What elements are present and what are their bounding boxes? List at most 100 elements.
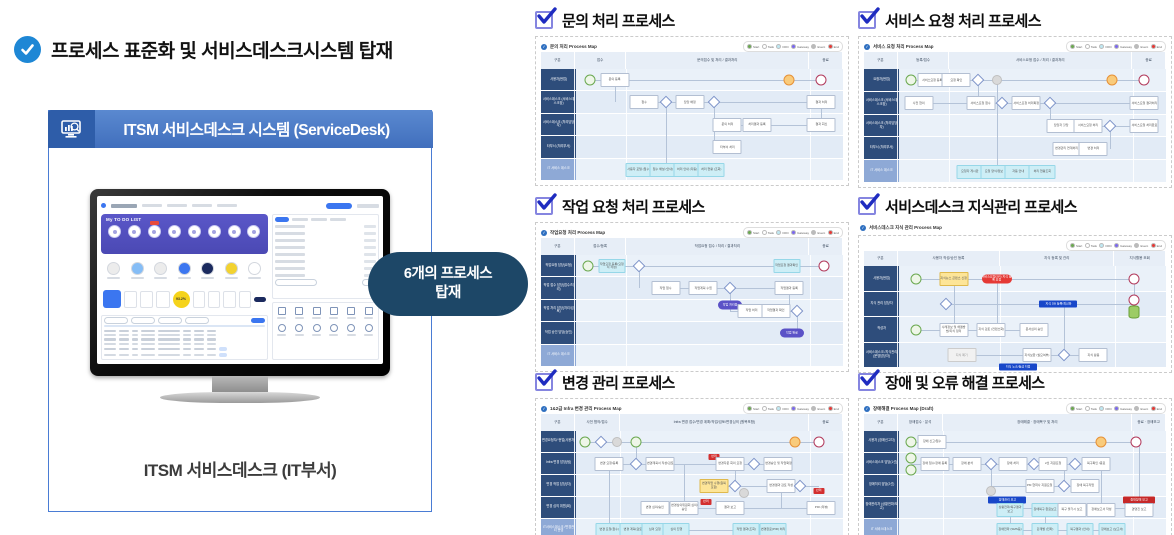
- lane-row: 작업요청 담당(요청): [541, 254, 843, 278]
- todo-step-circle: [247, 225, 261, 238]
- text-bar: [274, 253, 305, 256]
- map-title: 1&2급 Infra 변경 관리 Process Map: [550, 405, 622, 411]
- ticket-table: [101, 315, 268, 360]
- text-bar: [364, 333, 374, 336]
- status-step-circle: [201, 261, 215, 275]
- quick-icon-glyph: [295, 323, 304, 332]
- lane-body: [899, 160, 1166, 182]
- legend-label: Event: [1140, 406, 1149, 411]
- section-title-text: 장애 및 오류 해결 프로세스: [885, 374, 1045, 392]
- lane-row: 요청자(현업): [864, 69, 1166, 92]
- lane-body: [899, 69, 1166, 91]
- lane-label: 서비스데스크 (서비스데스크장): [541, 91, 577, 113]
- column-header: 구분: [864, 414, 898, 431]
- legend-dot: [791, 44, 797, 49]
- section-title-text: 서비스데스크 지식관리 프로세스: [885, 198, 1078, 216]
- legend-item: Start: [746, 44, 759, 49]
- check-circle-icon: [14, 36, 41, 63]
- legend-label: Start: [1075, 44, 1083, 49]
- legend-item: End: [1150, 44, 1162, 49]
- text-bar: [132, 342, 138, 345]
- notice-row: [274, 238, 376, 243]
- filter-pill: [104, 317, 128, 324]
- table-row: [104, 338, 265, 341]
- dashboard-logo: [101, 203, 106, 208]
- todo-step-circle: [167, 225, 181, 238]
- legend-dot: [1114, 243, 1120, 248]
- lane-row: IT 서비스데스크: [864, 518, 1166, 535]
- legend-label: End: [833, 44, 839, 49]
- quick-icons-panel: [271, 301, 379, 360]
- legend-label: Gateway: [797, 230, 809, 235]
- column-header: 장애접수 · 분석: [898, 414, 944, 431]
- text-bar: [183, 347, 191, 351]
- lane-label: 타부서 (처리부서): [541, 136, 577, 158]
- map-check-icon: ✓: [541, 405, 547, 412]
- legend-label: Start: [752, 406, 760, 411]
- quick-icon-glyph: [347, 323, 356, 332]
- legend-label: Start: [752, 230, 760, 235]
- lane-label: 작업 접수 담당(접수/처리): [541, 277, 577, 299]
- text-bar: [111, 203, 137, 208]
- lane-body: [899, 518, 1166, 535]
- lane-label: 서비스데스크 (처리담당자): [864, 114, 900, 137]
- lane-body: [576, 452, 843, 474]
- section-title: 서비스 요청 처리 프로세스: [858, 7, 1172, 32]
- column-header: 구분: [541, 52, 575, 69]
- legend-label: End: [1156, 406, 1162, 411]
- legend-item: Start: [1069, 44, 1083, 49]
- checkbox-check-icon: [535, 7, 557, 29]
- lane-body: [899, 430, 1166, 452]
- text-bar: [364, 267, 376, 270]
- lane-row: 변경 심의 위원(회): [541, 496, 843, 519]
- table-row: [104, 347, 265, 352]
- legend-dot: [811, 44, 817, 49]
- status-step: [107, 261, 120, 279]
- lane-body: [899, 452, 1166, 474]
- legend-dot: [1150, 243, 1156, 248]
- map-outside-title: ✓서비스데스크 지식 관리 Process Map: [860, 222, 1172, 233]
- table-row: [104, 353, 265, 358]
- legend-dot: [791, 230, 797, 235]
- lane-row: 사용자(현업): [541, 68, 843, 92]
- todo-step-circle: [108, 225, 121, 238]
- notice-row: [274, 224, 376, 229]
- text-bar: [183, 342, 191, 345]
- column-header: 사용자 작성/승인 등록: [898, 251, 1001, 267]
- legend-item: Start: [1069, 243, 1082, 248]
- dashboard-primary-button: [326, 202, 352, 209]
- lane-label: 서비스데스크 /지식관리 (운영담당자): [864, 342, 900, 368]
- notice-row: [274, 273, 376, 278]
- badge-line2: 탑재: [435, 285, 461, 301]
- column-header: 서비스요청 접수 / 처리 / 결과처리: [949, 52, 1133, 70]
- legend-dot: [761, 406, 767, 411]
- lane-label: 지식 관리 담당자: [864, 291, 900, 317]
- lane-row: 작업 처리 담당(처리/검토): [541, 299, 843, 323]
- notice-row: [274, 231, 376, 236]
- lane-body: [576, 254, 843, 277]
- table-row: [104, 342, 265, 345]
- legend-label: DFD: [782, 406, 789, 411]
- legend-dot: [811, 406, 817, 411]
- text-bar: [158, 338, 180, 341]
- quick-icon: [312, 323, 322, 336]
- lanes: 요청자(현업)서비스데스크 (서비스데스크장)서비스데스크 (처리담당자)타부서…: [864, 69, 1166, 183]
- table-row: [104, 329, 265, 332]
- quick-icon: [277, 323, 287, 336]
- status-chip: [219, 347, 227, 352]
- legend-item: DFD: [1099, 243, 1112, 248]
- quick-icon-glyph: [277, 306, 286, 315]
- legend-label: Gateway: [797, 406, 809, 411]
- lane-label: Infra 변경 담당(팀): [541, 452, 577, 474]
